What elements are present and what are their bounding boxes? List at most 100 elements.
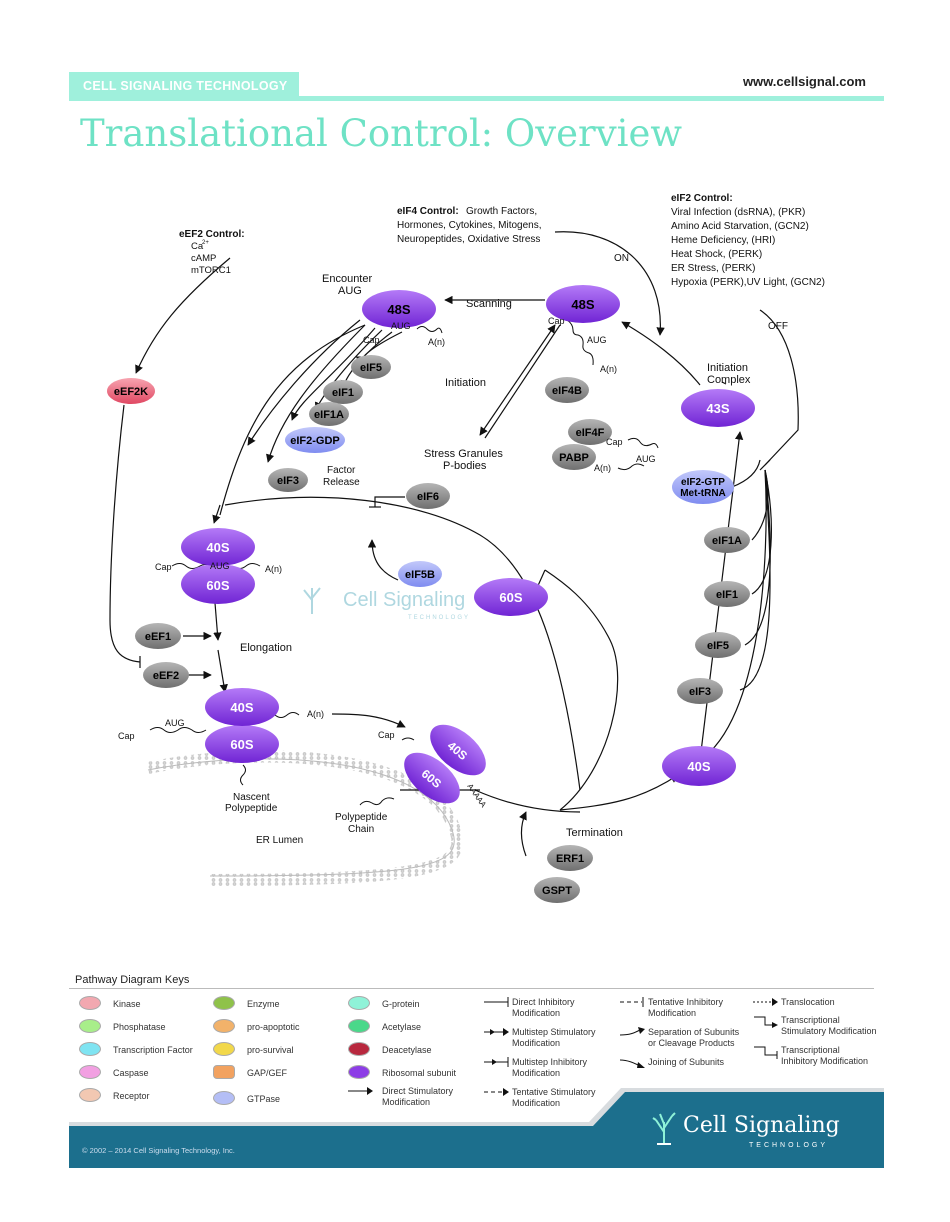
ribosome-40s-recycled[interactable]: 40S [662, 746, 736, 786]
ribosome-48s-right[interactable]: 48S [546, 285, 620, 323]
gspt-node[interactable]: GSPT [534, 877, 580, 903]
svg-text:60S: 60S [206, 578, 229, 593]
diagram-labels: eEF2 Control: Ca 2+ cAMP mTORC1 eIF4 Con… [118, 193, 825, 846]
svg-text:eIF6: eIF6 [417, 491, 439, 503]
svg-text:Cap: Cap [363, 335, 380, 345]
svg-text:Initiation: Initiation [445, 377, 486, 389]
svg-text:AUG: AUG [587, 335, 607, 345]
brand-rule [69, 96, 884, 101]
eif4f-node[interactable]: eIF4F [568, 419, 612, 445]
svg-text:40S: 40S [230, 700, 253, 715]
transcriptional-stimulatory-icon [754, 1016, 778, 1028]
svg-text:eIF5: eIF5 [707, 640, 729, 652]
svg-text:Amino Acid Starvation, (GCN2): Amino Acid Starvation, (GCN2) [671, 221, 809, 232]
footer-logo[interactable]: Cell Signaling [683, 1113, 840, 1138]
svg-text:43S: 43S [706, 401, 729, 416]
ribosome-40s-initiation[interactable]: 40S [181, 528, 255, 566]
eif5-recycle-node[interactable]: eIF5 [695, 632, 741, 658]
ribosome-60s-free[interactable]: 60S [474, 578, 548, 616]
ribosome-48s-left[interactable]: 48S [362, 290, 436, 328]
svg-text:TECHNOLOGY: TECHNOLOGY [408, 615, 470, 621]
svg-text:Cap: Cap [118, 731, 135, 741]
brand-header: CELL SIGNALING TECHNOLOGY www.cellsignal… [69, 72, 884, 101]
eif1a-recycle-node[interactable]: eIF1A [704, 527, 750, 553]
eif5b-node[interactable]: eIF5B [398, 561, 442, 587]
mrna-strands [149, 319, 659, 806]
translation-factors: eIF5 eIF1 eIF1A eIF2-GDP eIF3 eIF4B eIF4… [107, 355, 750, 903]
svg-text:ERF1: ERF1 [556, 853, 584, 865]
eif6-node[interactable]: eIF6 [406, 483, 450, 509]
multistep-inhibitory-icon [484, 1057, 509, 1067]
svg-text:A(n): A(n) [307, 709, 324, 719]
svg-text:A(n): A(n) [600, 364, 617, 374]
direct-stimulatory-arrow-icon [348, 1087, 373, 1095]
svg-text:Termination: Termination [566, 827, 623, 839]
svg-text:A(n): A(n) [265, 564, 282, 574]
svg-text:40S: 40S [206, 540, 229, 555]
svg-text:60S: 60S [230, 737, 253, 752]
svg-text:Polypeptide: Polypeptide [225, 803, 278, 814]
svg-text:cAMP: cAMP [191, 253, 216, 264]
pabp-node[interactable]: PABP [552, 444, 596, 470]
acetylase-swatch-icon [348, 1019, 370, 1033]
eif1-recycle-node[interactable]: eIF1 [704, 581, 750, 607]
eif1-node[interactable]: eIF1 [323, 380, 363, 404]
ribosome-40s-er[interactable]: 40S [421, 715, 495, 785]
svg-text:Cap: Cap [155, 562, 172, 572]
svg-text:Cap: Cap [548, 316, 565, 326]
pathway-keys: Pathway Diagram Keys Kinase Phosphatase … [69, 973, 884, 1108]
svg-text:60S: 60S [499, 590, 522, 605]
eif3-recycle-node[interactable]: eIF3 [677, 678, 723, 704]
eif4b-node[interactable]: eIF4B [545, 377, 589, 403]
ribosome-43s[interactable]: 43S [681, 389, 755, 427]
svg-text:eIF2-GTP: eIF2-GTP [681, 477, 725, 488]
brand-band [69, 72, 299, 100]
ribosome-60s-er[interactable]: 60S [395, 743, 469, 813]
eif2-gdp-node[interactable]: eIF2-GDP [285, 427, 345, 453]
svg-text:2+: 2+ [202, 240, 209, 246]
svg-text:OFF: OFF [768, 321, 788, 332]
transcriptional-inhibitory-icon [754, 1046, 778, 1059]
svg-text:Viral Infection (dsRNA), (PKR): Viral Infection (dsRNA), (PKR) [671, 207, 805, 218]
svg-text:Encounter: Encounter [322, 273, 372, 285]
ribosome-40s-elongation[interactable]: 40S [205, 688, 279, 726]
brand-url[interactable]: www.cellsignal.com [742, 74, 866, 89]
svg-text:Neuropeptides, Oxidative Stres: Neuropeptides, Oxidative Stress [397, 234, 540, 245]
footer-band [69, 1088, 884, 1168]
phosphatase-swatch-icon [79, 1019, 101, 1033]
svg-text:A(n): A(n) [428, 337, 445, 347]
svg-text:AUG: AUG [391, 321, 411, 331]
eef2k-node[interactable]: eEF2K [107, 378, 155, 404]
eif1a-node[interactable]: eIF1A [309, 402, 349, 426]
svg-text:Complex: Complex [707, 374, 751, 386]
ribosome-60s-initiation[interactable]: 60S [181, 564, 255, 604]
svg-text:40S: 40S [687, 759, 710, 774]
svg-text:eEF2K: eEF2K [114, 386, 148, 398]
erf1-node[interactable]: ERF1 [547, 845, 593, 871]
svg-text:mTORC1: mTORC1 [191, 265, 231, 276]
svg-text:eIF4B: eIF4B [552, 385, 582, 397]
eif4-control-heading: eIF4 Control: [397, 206, 459, 217]
eef2-node[interactable]: eEF2 [143, 662, 189, 688]
svg-text:eIF4F: eIF4F [576, 427, 605, 439]
eif3-node[interactable]: eIF3 [268, 468, 308, 492]
svg-text:Factor: Factor [327, 465, 356, 476]
svg-text:48S: 48S [387, 302, 410, 317]
copyright: © 2002 – 2014 Cell Signaling Technology,… [82, 1146, 235, 1155]
svg-text:eIF5B: eIF5B [405, 569, 435, 581]
pro-apoptotic-swatch-icon [213, 1019, 235, 1033]
svg-text:A(n): A(n) [594, 463, 611, 473]
kinase-swatch-icon [79, 996, 101, 1010]
svg-text:eEF2: eEF2 [153, 670, 179, 682]
translocation-icon [753, 998, 778, 1006]
svg-text:Hypoxia (PERK),UV Light, (GCN2: Hypoxia (PERK),UV Light, (GCN2) [671, 277, 825, 288]
gap-gef-swatch-icon [213, 1065, 235, 1079]
separation-icon [620, 1027, 645, 1036]
eif5-node[interactable]: eIF5 [351, 355, 391, 379]
svg-text:GSPT: GSPT [542, 885, 572, 897]
svg-text:Release: Release [323, 477, 360, 488]
ribosome-60s-elongation[interactable]: 60S [205, 725, 279, 763]
tf-swatch-icon [79, 1042, 101, 1056]
eef1-node[interactable]: eEF1 [135, 623, 181, 649]
